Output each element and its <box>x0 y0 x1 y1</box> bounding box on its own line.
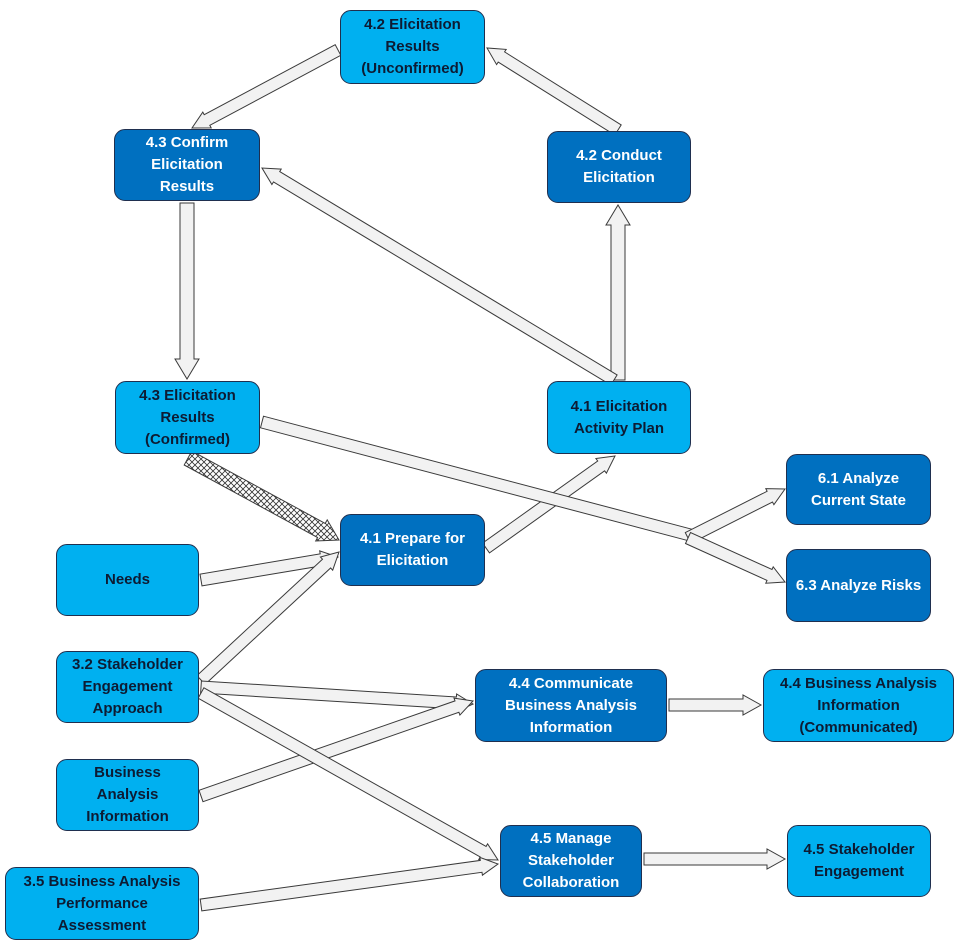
arrow-performance-to-manage <box>199 856 500 912</box>
node-elicitation-results-confirmed[interactable]: 4.3 Elicitation Results (Confirmed) <box>115 381 260 454</box>
node-stakeholder-engagement[interactable]: 4.5 Stakeholder Engagement <box>787 825 931 897</box>
node-elicitation-activity-plan[interactable]: 4.1 Elicitation Activity Plan <box>547 381 691 454</box>
arrow-prepare-to-activity-plan <box>481 455 616 554</box>
node-business-analysis-performance-assessment[interactable]: 3.5 Business Analysis Performance Assess… <box>5 867 199 940</box>
arrow-approach-to-prepare <box>196 551 340 686</box>
arrow-activity-plan-to-confirm <box>261 167 618 386</box>
node-stakeholder-engagement-approach[interactable]: 3.2 Stakeholder Engagement Approach <box>56 651 199 723</box>
node-business-analysis-information[interactable]: Business Analysis Information <box>56 759 199 831</box>
arrow-approach-to-communicate <box>200 680 475 713</box>
node-needs[interactable]: Needs <box>56 544 199 616</box>
node-confirm-elicitation-results[interactable]: 4.3 Confirm Elicitation Results <box>114 129 260 201</box>
arrow-conduct-to-results-unconfirmed <box>486 47 622 136</box>
node-analyze-current-state[interactable]: 6.1 Analyze Current State <box>786 454 931 525</box>
node-conduct-elicitation[interactable]: 4.2 Conduct Elicitation <box>547 131 691 203</box>
arrow-results-confirmed-to-prepare <box>183 450 340 542</box>
node-prepare-for-elicitation[interactable]: 4.1 Prepare for Elicitation <box>340 514 485 586</box>
arrow-activity-plan-to-conduct <box>605 204 631 381</box>
arrow-manage-to-stakeholder-engagement <box>643 848 787 870</box>
node-communicate-business-analysis-information[interactable]: 4.4 Communicate Business Analysis Inform… <box>475 669 667 742</box>
arrow-confirm-to-results-confirmed <box>174 202 200 380</box>
arrow-split-to-current-state <box>684 488 786 545</box>
arrow-split-to-analyze-risks <box>684 531 786 584</box>
arrow-results-unconfirmed-to-confirm <box>191 44 342 129</box>
arrows-layer <box>174 44 787 912</box>
arrow-bai-to-communicate <box>198 697 475 803</box>
node-analyze-risks[interactable]: 6.3 Analyze Risks <box>786 549 931 622</box>
node-business-analysis-information-communicated[interactable]: 4.4 Business Analysis Information (Commu… <box>763 669 954 742</box>
node-manage-stakeholder-collaboration[interactable]: 4.5 Manage Stakeholder Collaboration <box>500 825 642 897</box>
arrow-communicate-to-bai-communicated <box>668 694 763 716</box>
node-elicitation-results-unconfirmed[interactable]: 4.2 Elicitation Results (Unconfirmed) <box>340 10 485 84</box>
